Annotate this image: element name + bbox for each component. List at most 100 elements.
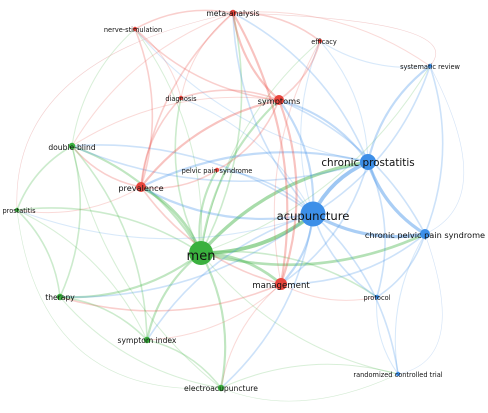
link-acupuncture-therapy bbox=[59, 213, 314, 298]
link-chronic-prostatitis-protocol bbox=[367, 161, 386, 298]
node-diagnosis bbox=[178, 95, 184, 101]
link-electroacupuncture-randomized-controlled-trial bbox=[220, 363, 399, 389]
label-double-blind: double-blind bbox=[48, 143, 95, 152]
node-therapy bbox=[56, 293, 64, 301]
link-double-blind-prostatitis bbox=[16, 145, 73, 211]
label-nerve-stimulation: nerve-stimulation bbox=[104, 26, 162, 34]
link-men-electroacupuncture bbox=[199, 251, 227, 390]
link-men-meta-analysis bbox=[200, 12, 243, 254]
node-symptoms bbox=[274, 95, 284, 105]
link-acupuncture-electroacupuncture bbox=[220, 213, 314, 389]
link-chronic-prostatitis-systematic-review bbox=[366, 64, 432, 164]
node-chronic-prostatitis bbox=[360, 154, 376, 170]
link-symptom-index-prostatitis bbox=[16, 209, 148, 341]
link-chronic-pelvic-pain-syndrome-randomized-controlled-trial bbox=[394, 233, 426, 375]
network-links bbox=[16, 9, 465, 402]
node-randomized-controlled-trial bbox=[395, 371, 401, 377]
link-men-double-blind bbox=[70, 144, 203, 255]
label-therapy: therapy bbox=[45, 293, 75, 302]
label-symptoms: symptoms bbox=[258, 96, 301, 106]
link-chronic-pelvic-pain-syndrome-symptoms bbox=[278, 99, 426, 235]
node-nerve-stimulation bbox=[132, 26, 138, 32]
node-acupuncture bbox=[300, 201, 326, 227]
network-nodes bbox=[14, 9, 433, 392]
link-double-blind-therapy bbox=[59, 145, 82, 298]
link-therapy-prostatitis bbox=[16, 209, 61, 298]
link-chronic-prostatitis-symptoms bbox=[277, 98, 370, 164]
link-systematic-review-efficacy bbox=[319, 40, 431, 68]
link-chronic-prostatitis-chronic-pelvic-pain-syndrome bbox=[366, 160, 427, 236]
link-double-blind-symptom-index bbox=[71, 145, 148, 341]
node-protocol bbox=[374, 294, 380, 300]
link-symptoms-nerve-stimulation bbox=[134, 28, 280, 101]
boundary-arc-3 bbox=[397, 233, 443, 375]
link-chronic-prostatitis-nerve-stimulation bbox=[134, 28, 369, 163]
link-chronic-pelvic-pain-syndrome-systematic-review bbox=[424, 65, 444, 235]
node-meta-analysis bbox=[229, 9, 237, 17]
link-symptoms-management bbox=[277, 98, 298, 286]
link-symptoms-double-blind bbox=[71, 96, 280, 147]
node-electroacupuncture bbox=[217, 384, 225, 392]
label-meta-analysis: meta-analysis bbox=[206, 9, 259, 18]
link-meta-analysis-diagnosis bbox=[180, 12, 234, 99]
node-efficacy bbox=[317, 38, 323, 44]
link-prevalence-prostatitis bbox=[16, 186, 142, 214]
link-men-randomized-controlled-trial bbox=[200, 252, 399, 375]
link-diagnosis-nerve-stimulation bbox=[134, 28, 182, 99]
link-men-systematic-review bbox=[200, 65, 431, 254]
label-protocol: protocol bbox=[364, 294, 391, 302]
link-prevalence-nerve-stimulation bbox=[134, 28, 154, 188]
link-double-blind-nerve-stimulation bbox=[71, 28, 136, 147]
link-acupuncture-efficacy bbox=[300, 40, 321, 215]
link-chronic-pelvic-pain-syndrome-management bbox=[280, 233, 426, 285]
link-acupuncture-symptoms bbox=[277, 98, 315, 216]
link-acupuncture-symptom-index bbox=[146, 213, 314, 341]
link-meta-analysis-double-blind bbox=[71, 12, 234, 147]
link-acupuncture-chronic-pelvic-pain-syndrome bbox=[311, 212, 427, 239]
label-electroacupuncture: electroacupuncture bbox=[184, 384, 258, 393]
link-men-chronic-pelvic-pain-syndrome bbox=[199, 232, 427, 267]
link-men-prevalence bbox=[139, 185, 203, 255]
link-management-meta-analysis bbox=[231, 11, 289, 286]
link-men-nerve-stimulation bbox=[134, 28, 203, 254]
link-acupuncture-double-blind bbox=[71, 144, 314, 215]
label-symptom-index: symptom index bbox=[118, 336, 177, 345]
link-men-therapy bbox=[58, 251, 203, 299]
label-management: management bbox=[252, 281, 310, 291]
link-men-chronic-prostatitis bbox=[199, 160, 370, 255]
link-chronic-prostatitis-management bbox=[280, 161, 369, 285]
link-management-efficacy bbox=[273, 40, 321, 285]
link-chronic-prostatitis-meta-analysis bbox=[232, 12, 369, 163]
link-symptoms-efficacy bbox=[278, 40, 321, 101]
node-management bbox=[275, 278, 287, 290]
network-labels: meta-analysis nerve-stimulation efficacy di… bbox=[2, 9, 485, 393]
link-therapy-symptom-index bbox=[59, 296, 148, 341]
link-men-symptoms bbox=[199, 98, 281, 255]
node-double-blind bbox=[68, 142, 76, 150]
link-double-blind-electroacupuncture bbox=[71, 145, 222, 389]
label-randomized-controlled-trial: randomized controlled trial bbox=[353, 371, 442, 379]
link-chronic-pelvic-pain-syndrome-protocol bbox=[376, 233, 426, 298]
label-systematic-review: systematic review bbox=[400, 63, 460, 71]
label-prevalence: prevalence bbox=[118, 183, 163, 193]
link-men-protocol bbox=[200, 250, 378, 298]
boundary-arc-2 bbox=[424, 65, 465, 235]
link-management-protocol bbox=[280, 283, 378, 301]
link-acupuncture-prevalence bbox=[139, 185, 315, 221]
node-systematic-review bbox=[427, 63, 433, 69]
link-acupuncture-prostatitis bbox=[16, 209, 314, 240]
link-prevalence-double-blind bbox=[71, 145, 142, 188]
label-efficacy: efficacy bbox=[311, 38, 337, 46]
label-diagnosis: diagnosis bbox=[165, 95, 197, 103]
link-acupuncture-randomized-controlled-trial bbox=[312, 213, 399, 375]
label-prostatitis: prostatitis bbox=[2, 207, 36, 215]
link-meta-analysis-nerve-stimulation bbox=[134, 9, 234, 30]
node-pelvic-pain-syndrome bbox=[214, 167, 220, 173]
node-men bbox=[189, 241, 213, 265]
link-acupuncture-systematic-review bbox=[312, 65, 431, 215]
boundary-arc-4 bbox=[220, 373, 399, 402]
link-men-efficacy bbox=[200, 40, 321, 254]
label-men: men bbox=[187, 249, 216, 264]
link-prevalence-meta-analysis bbox=[140, 12, 234, 188]
